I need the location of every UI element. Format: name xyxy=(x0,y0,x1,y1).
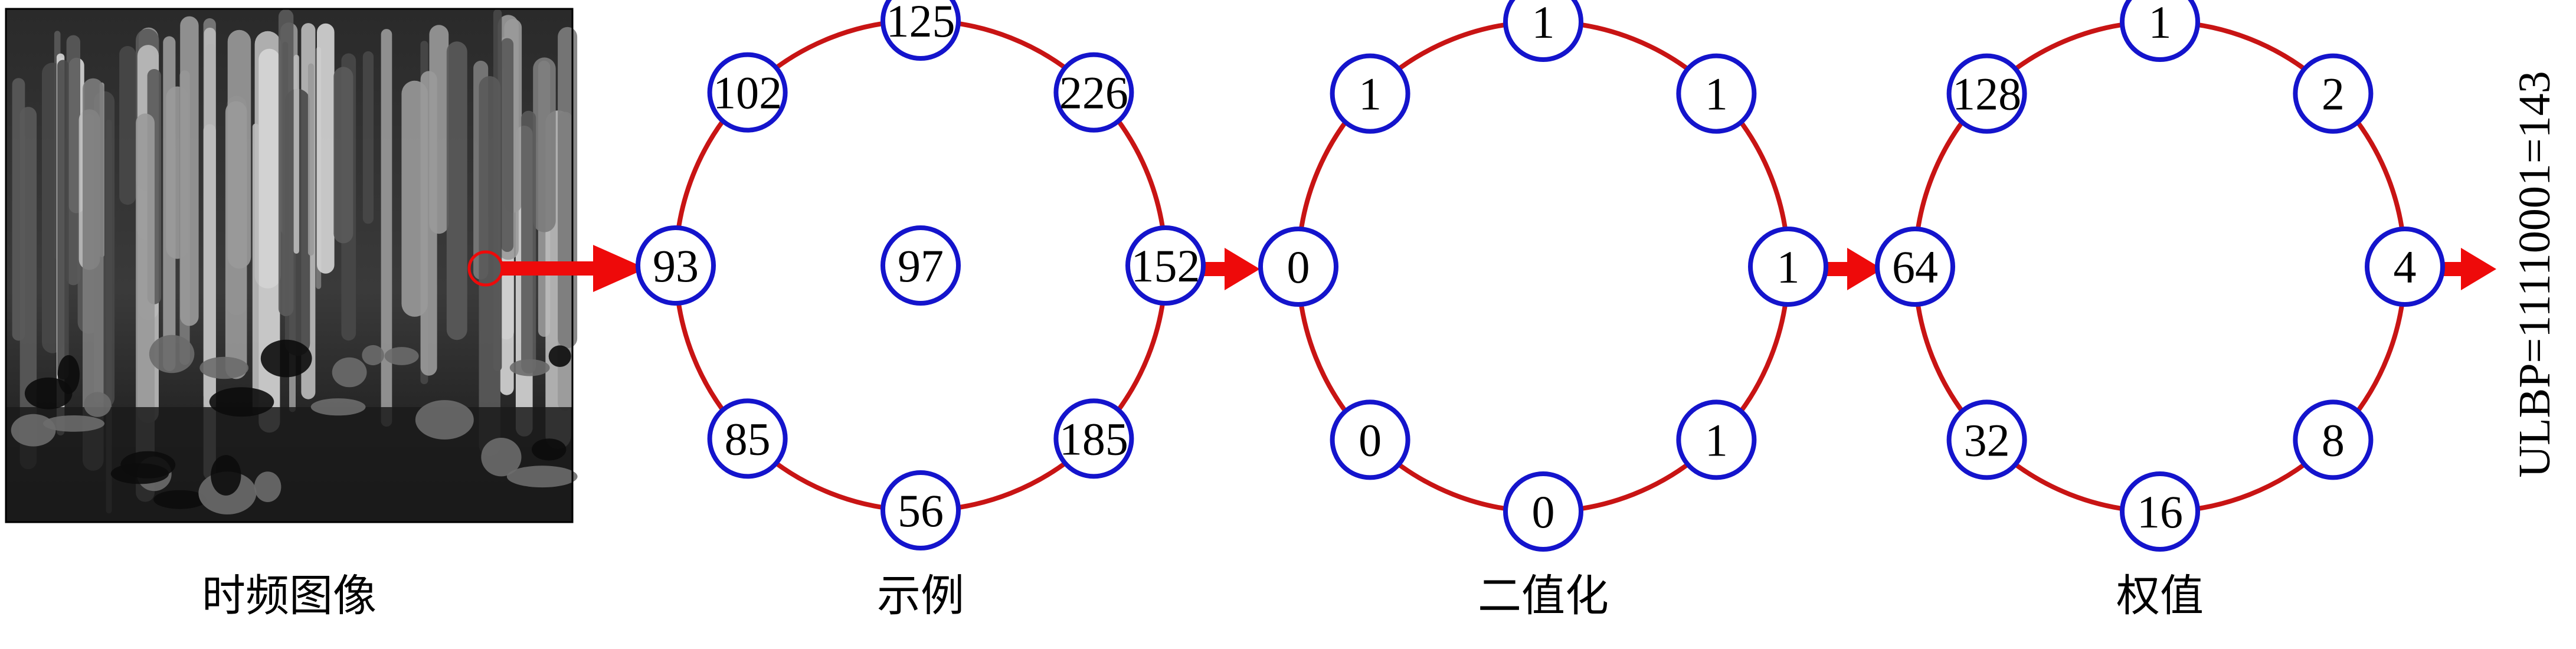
node-value: 102 xyxy=(713,67,782,119)
node-circle xyxy=(881,0,961,61)
panel-example: 125 226 152 185 56 85 93 102 97 xyxy=(636,0,1206,550)
node-circle xyxy=(2120,471,2200,552)
node-value: 85 xyxy=(725,413,771,464)
node-binarization-5: 0 xyxy=(1330,399,1410,480)
node-circle xyxy=(1258,227,1338,307)
arrows xyxy=(502,245,2496,292)
center-node: 97 xyxy=(881,225,961,306)
node-example-1: 226 xyxy=(1053,52,1134,133)
node-value: 1 xyxy=(1532,0,1555,48)
node-binarization-6: 0 xyxy=(1258,227,1338,307)
panel-binarization: 1 1 1 1 0 0 0 1 xyxy=(1258,0,1828,552)
node-circle xyxy=(707,52,788,133)
node-circle xyxy=(1676,399,1757,480)
node-circle xyxy=(1875,227,1955,307)
node-circle xyxy=(707,398,788,479)
node-value: 1 xyxy=(1705,68,1728,120)
node-value: 93 xyxy=(653,240,699,291)
node-value: 2 xyxy=(2322,68,2345,120)
node-binarization-3: 1 xyxy=(1676,399,1757,480)
node-circle xyxy=(1946,399,2027,480)
arrow-example-to-binary xyxy=(1201,248,1260,290)
node-weights-4: 16 xyxy=(2120,471,2200,552)
node-binarization-1: 1 xyxy=(1676,53,1757,134)
node-value: 0 xyxy=(1532,486,1555,537)
panels: 125 226 152 185 56 85 93 102 97 1 1 1 1 0 0 0 1 1 2 4 8 16 32 6… xyxy=(636,0,2445,552)
caption-binarization: 二值化 xyxy=(1478,571,1609,621)
node-example-4: 56 xyxy=(881,470,961,550)
node-circle xyxy=(636,225,716,306)
node-value: 152 xyxy=(1131,240,1200,291)
node-example-5: 85 xyxy=(707,398,788,479)
node-circle xyxy=(1503,0,1583,62)
node-weights-3: 8 xyxy=(2293,399,2374,480)
node-binarization-0: 1 xyxy=(1503,0,1583,62)
node-weights-2: 4 xyxy=(2365,227,2445,307)
node-value: 1 xyxy=(2149,0,2172,48)
node-binarization-4: 0 xyxy=(1503,471,1583,552)
node-example-0: 125 xyxy=(881,0,961,61)
node-example-7: 102 xyxy=(707,52,788,133)
node-example-6: 93 xyxy=(636,225,716,306)
node-circle xyxy=(2293,399,2374,480)
node-circle xyxy=(1946,53,2027,134)
node-circle xyxy=(1748,227,1828,307)
ulbp-result: ULBP=11110001=143 xyxy=(2510,71,2559,478)
node-weights-7: 128 xyxy=(1946,53,2027,134)
arrow-weights-to-result xyxy=(2437,248,2496,290)
node-value: 1 xyxy=(1777,241,1800,293)
node-value: 128 xyxy=(1952,68,2021,120)
node-circle xyxy=(2365,227,2445,307)
node-circle xyxy=(2293,53,2374,134)
node-example-2: 152 xyxy=(1125,225,1206,306)
node-value: 56 xyxy=(898,485,944,536)
center-value: 97 xyxy=(898,240,944,291)
node-value: 0 xyxy=(1287,241,1310,293)
node-circle xyxy=(881,470,961,550)
time-frequency-image xyxy=(5,8,578,523)
node-value: 32 xyxy=(1964,414,2010,466)
node-weights-5: 32 xyxy=(1946,399,2027,480)
node-value: 16 xyxy=(2137,486,2183,537)
caption-example: 示例 xyxy=(877,571,964,621)
node-circle xyxy=(1330,399,1410,480)
node-weights-0: 1 xyxy=(2120,0,2200,62)
node-value: 1 xyxy=(1359,68,1382,120)
node-value: 0 xyxy=(1359,414,1382,466)
node-value: 185 xyxy=(1059,413,1128,464)
node-value: 125 xyxy=(886,0,955,47)
node-value: 4 xyxy=(2394,241,2417,293)
node-value: 226 xyxy=(1059,67,1128,119)
arrow-image-to-example xyxy=(502,245,646,292)
node-value: 64 xyxy=(1892,241,1938,293)
node-circle xyxy=(1503,471,1583,552)
node-circle xyxy=(1125,225,1206,306)
node-circle xyxy=(1053,398,1134,479)
node-binarization-2: 1 xyxy=(1748,227,1828,307)
caption-weights: 权值 xyxy=(2116,571,2204,621)
node-circle xyxy=(1053,52,1134,133)
node-value: 1 xyxy=(1705,414,1728,466)
node-value: 8 xyxy=(2322,414,2345,466)
node-binarization-7: 1 xyxy=(1330,53,1410,134)
arrow-binary-to-weights xyxy=(1824,248,1883,290)
node-weights-1: 2 xyxy=(2293,53,2374,134)
node-example-3: 185 xyxy=(1053,398,1134,479)
panel-weights: 1 2 4 8 16 32 64 128 xyxy=(1875,0,2445,552)
node-circle xyxy=(1676,53,1757,134)
node-circle xyxy=(1330,53,1410,134)
caption-time-frequency-image: 时频图像 xyxy=(202,571,377,621)
node-circle xyxy=(881,225,961,306)
node-circle xyxy=(2120,0,2200,62)
node-weights-6: 64 xyxy=(1875,227,1955,307)
